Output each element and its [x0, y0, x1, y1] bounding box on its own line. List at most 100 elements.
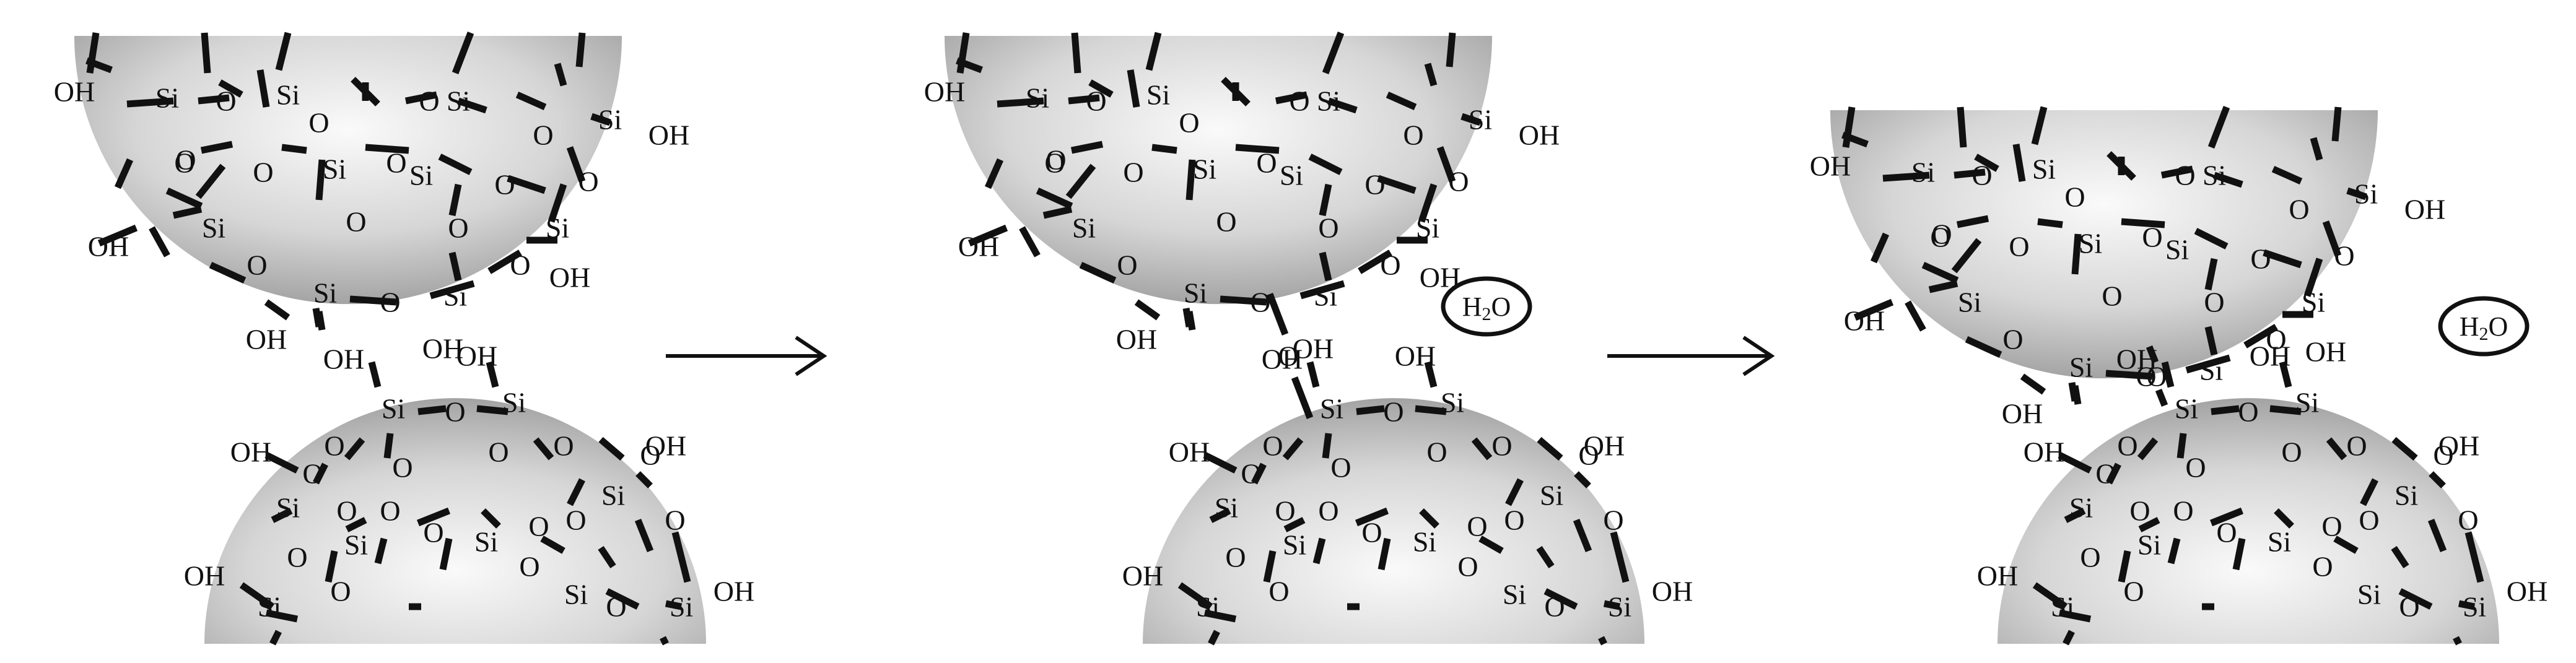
silicon-atom: Si: [276, 492, 300, 524]
hydroxyl-group: OH: [1395, 340, 1436, 372]
bond: [2071, 233, 2082, 275]
silicon-atom: Si: [1280, 160, 1303, 191]
bond: [1355, 507, 1389, 527]
oxygen-atom: O: [174, 147, 194, 179]
bond: [1185, 311, 1196, 331]
silicon-atom: Si: [1314, 280, 1337, 312]
hydroxyl-group: OH: [2250, 340, 2290, 372]
bond: [1319, 251, 1332, 282]
hydroxyl-group: OH: [1293, 333, 1334, 365]
bond: [2310, 137, 2323, 161]
bond: [457, 97, 487, 114]
hydroxyl-group: OH: [1652, 576, 1693, 607]
bond: [1209, 508, 1231, 523]
bond: [665, 600, 683, 610]
silicon-atom: Si: [1196, 591, 1220, 623]
oxygen-atom: O: [2146, 361, 2167, 392]
bond: [1965, 336, 2002, 358]
bond: [256, 69, 270, 108]
oxygen-atom: O: [2117, 430, 2137, 462]
bond: [1419, 508, 1439, 529]
silicon-atom: Si: [2268, 526, 2291, 558]
bond: [1842, 106, 1856, 148]
oxygen-atom: O: [553, 430, 574, 462]
bond: [198, 94, 230, 105]
bond: [2269, 405, 2302, 415]
bond: [1134, 299, 1161, 321]
oxygen-atom: O: [346, 206, 366, 238]
bond: [149, 226, 170, 258]
oxygen-atom: O: [2321, 511, 2342, 542]
bond: [97, 224, 138, 247]
oxygen-atom: O: [1448, 166, 1469, 197]
bond: [1275, 91, 1308, 105]
bond: [315, 311, 326, 331]
bond: [438, 154, 473, 175]
silicon-atom: Si: [1958, 287, 1981, 318]
bond: [2211, 405, 2240, 415]
bond: [239, 582, 275, 610]
bond: [533, 437, 554, 461]
bond: [671, 531, 691, 583]
bond: [1853, 298, 1894, 321]
bond: [1378, 537, 1391, 571]
silicon-atom: Si: [670, 591, 693, 623]
bond: [281, 144, 307, 154]
bond: [1870, 232, 1890, 264]
bond: [86, 32, 100, 74]
silicon-atom: Si: [323, 154, 346, 185]
bond: [984, 158, 1004, 189]
bond: [635, 471, 653, 488]
silicon-atom: Si: [2069, 492, 2093, 524]
bond: [1574, 471, 1591, 488]
oxygen-atom: O: [1930, 222, 1950, 253]
silicon-atom: Si: [2175, 393, 2198, 425]
hydroxyl-group: OH: [714, 576, 754, 607]
bond: [165, 187, 203, 210]
bond: [2161, 361, 2175, 388]
bond: [269, 630, 282, 646]
bond: [1308, 154, 1343, 175]
hydroxyl-group: OH: [2305, 336, 2346, 368]
silicon-atom: Si: [1072, 212, 1096, 244]
bond: [195, 163, 226, 199]
water-label: H2O: [1462, 292, 1511, 324]
oxygen-atom: O: [247, 249, 267, 281]
oxygen-atom: O: [302, 458, 323, 490]
bond: [598, 436, 625, 461]
bond: [2263, 249, 2302, 269]
bond: [1019, 226, 1041, 258]
oxygen-atom: O: [287, 542, 307, 573]
silicon-atom: Si: [1503, 579, 1526, 610]
oxygen-atom: O: [324, 430, 344, 462]
oxygen-atom: O: [1278, 340, 1298, 372]
bond: [1415, 405, 1447, 415]
bond: [1358, 249, 1392, 274]
oxygen-atom: O: [2250, 243, 2271, 275]
bond: [2106, 462, 2121, 485]
bond: [2037, 218, 2063, 228]
bond: [439, 537, 453, 571]
bond: [575, 32, 586, 67]
bond: [114, 158, 134, 189]
silicon-atom: Si: [2203, 160, 2226, 191]
bond: [2121, 218, 2165, 228]
silicon-atom: Si: [2032, 154, 2056, 185]
bond: [2207, 106, 2230, 149]
bond: [2429, 471, 2446, 488]
oxygen-atom: O: [1216, 206, 1236, 238]
bond: [476, 405, 509, 415]
oxygen-atom: O: [2281, 436, 2302, 468]
oxygen-atom: O: [2102, 280, 2122, 312]
bond: [590, 113, 611, 126]
oxygen-atom: O: [1603, 505, 1623, 536]
oxygen-atom: O: [1578, 440, 1599, 471]
hydroxyl-group: OH: [184, 560, 225, 592]
oxygen-atom: O: [1262, 430, 1283, 462]
silicon-atom: Si: [1469, 104, 1492, 136]
hydroxyl-group: OH: [645, 430, 686, 462]
bond: [2020, 373, 2046, 395]
